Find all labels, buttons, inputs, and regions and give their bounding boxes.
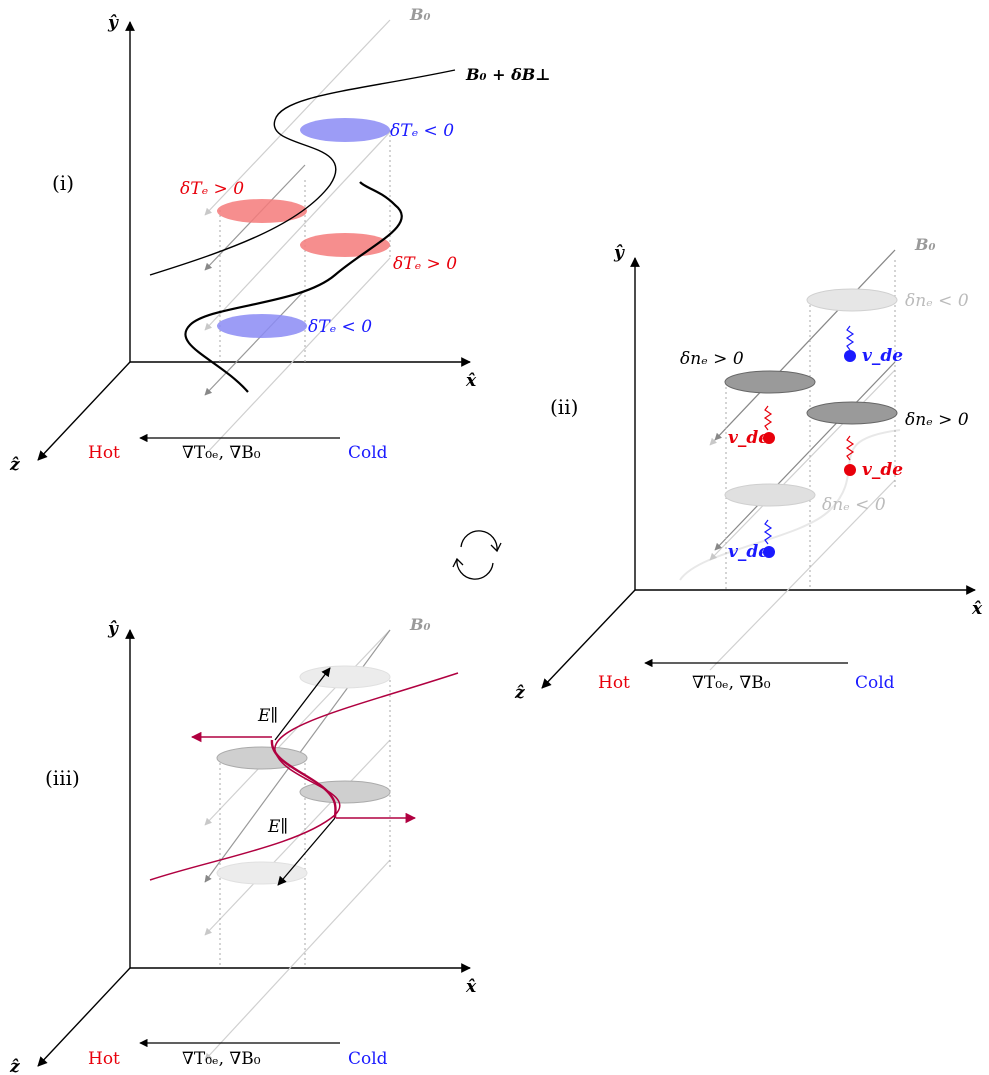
axis-z-line	[541, 589, 636, 689]
vde-label-bottom: v_de	[728, 542, 769, 562]
dte-pos-label-right: δTₑ > 0	[393, 254, 457, 274]
cycle-icon	[452, 530, 502, 580]
dte-neg-label-bottom: δTₑ < 0	[308, 317, 372, 337]
dne-neg-label-top: δnₑ < 0	[905, 291, 969, 311]
drift-dot-blue-top	[844, 350, 856, 362]
perturbed-field-upper	[149, 69, 456, 276]
cold-label-iii: Cold	[348, 1049, 388, 1069]
axis-y-label: ŷ	[613, 243, 625, 263]
dte-pos-label-left: δTₑ > 0	[180, 179, 244, 199]
axis-z-label: ẑ	[9, 1057, 20, 1075]
panel-ii-label: (ii)	[550, 395, 578, 419]
dne-pos-label-left: δnₑ > 0	[680, 349, 744, 369]
vde-label-top: v_de	[862, 346, 903, 366]
blob-neg-bottom	[217, 314, 307, 338]
b0-label-ii: B₀	[914, 235, 936, 254]
hot-label-i: Hot	[88, 443, 120, 463]
axis-x-label: x̂	[465, 371, 477, 391]
panel-iii-label: (iii)	[45, 766, 80, 790]
dne-neg-label-bottom: δnₑ < 0	[822, 495, 886, 515]
axis-z-line	[37, 967, 131, 1067]
b0-label-i: B₀	[409, 5, 431, 24]
hot-label-iii: Hot	[88, 1049, 120, 1069]
dotted-verticals	[725, 260, 896, 590]
vde-label-left: v_de	[728, 428, 769, 448]
epar-label-lower: E∥	[267, 817, 288, 837]
wavy-arrow-blue-top	[845, 325, 855, 351]
field-lines-back	[204, 19, 391, 456]
axis-x-label: x̂	[971, 599, 983, 619]
perturbed-field-lower	[184, 181, 403, 393]
panel-i: ŷ x̂ ẑ B₀ B₀ + δB⊥ δTₑ < 0	[9, 5, 551, 475]
density-blob-neg-top	[806, 288, 898, 312]
blob-top	[299, 665, 391, 689]
cold-label-ii: Cold	[855, 673, 895, 693]
epar-arrow-upper	[274, 667, 331, 741]
vde-label-right: v_de	[862, 460, 903, 480]
gradient-label-ii: ∇T₀ₑ, ∇B₀	[692, 673, 771, 693]
faint-field-curve	[679, 429, 901, 581]
cold-label-i: Cold	[348, 443, 388, 463]
drift-dot-blue-bottom	[763, 546, 775, 558]
wavy-arrow-red-left	[763, 405, 773, 431]
axis-z-label: ẑ	[9, 455, 20, 475]
panel-i-label: (i)	[52, 171, 74, 195]
drift-dot-red-right	[844, 464, 856, 476]
gradient-label-iii: ∇T₀ₑ, ∇B₀	[182, 1049, 261, 1069]
epar-arrow-lower	[277, 817, 336, 886]
dne-pos-label-right: δnₑ > 0	[905, 410, 969, 430]
hot-label-ii: Hot	[598, 673, 630, 693]
blob-pos-left	[217, 199, 307, 223]
wavy-arrow-blue-bottom	[763, 519, 773, 545]
blob-neg-top	[300, 118, 390, 142]
perturbed-field-thick	[270, 739, 337, 819]
density-blob-pos-right	[806, 401, 898, 425]
wavy-arrow-red-right	[845, 435, 855, 461]
axis-y-label: ŷ	[107, 13, 119, 33]
dte-neg-label-top: δTₑ < 0	[390, 121, 454, 141]
epar-label-upper: E∥	[257, 706, 278, 726]
panel-ii: ŷ x̂ ẑ v_de	[514, 235, 983, 703]
blob-bottom	[216, 861, 308, 885]
b0-label-iii: B₀	[409, 615, 431, 634]
field-lines-front	[714, 249, 896, 551]
b0-dbperp-label: B₀ + δB⊥	[465, 65, 551, 84]
density-blob-neg-bottom	[724, 483, 816, 507]
gradient-label-i: ∇T₀ₑ, ∇B₀	[182, 443, 261, 463]
axis-z-label: ẑ	[514, 683, 525, 703]
drift-dot-red-left	[763, 432, 775, 444]
panel-iii: ŷ x̂ ẑ E∥ E∥ B₀ (iii)	[9, 615, 477, 1075]
blob-mid-right	[299, 780, 391, 804]
blob-mid-left	[216, 746, 308, 770]
perturbed-field-thin	[149, 672, 459, 881]
axis-x-label: x̂	[465, 977, 477, 997]
density-blob-pos-left	[724, 370, 816, 394]
axis-y-label: ŷ	[107, 619, 119, 639]
axis-z-line	[37, 361, 131, 461]
